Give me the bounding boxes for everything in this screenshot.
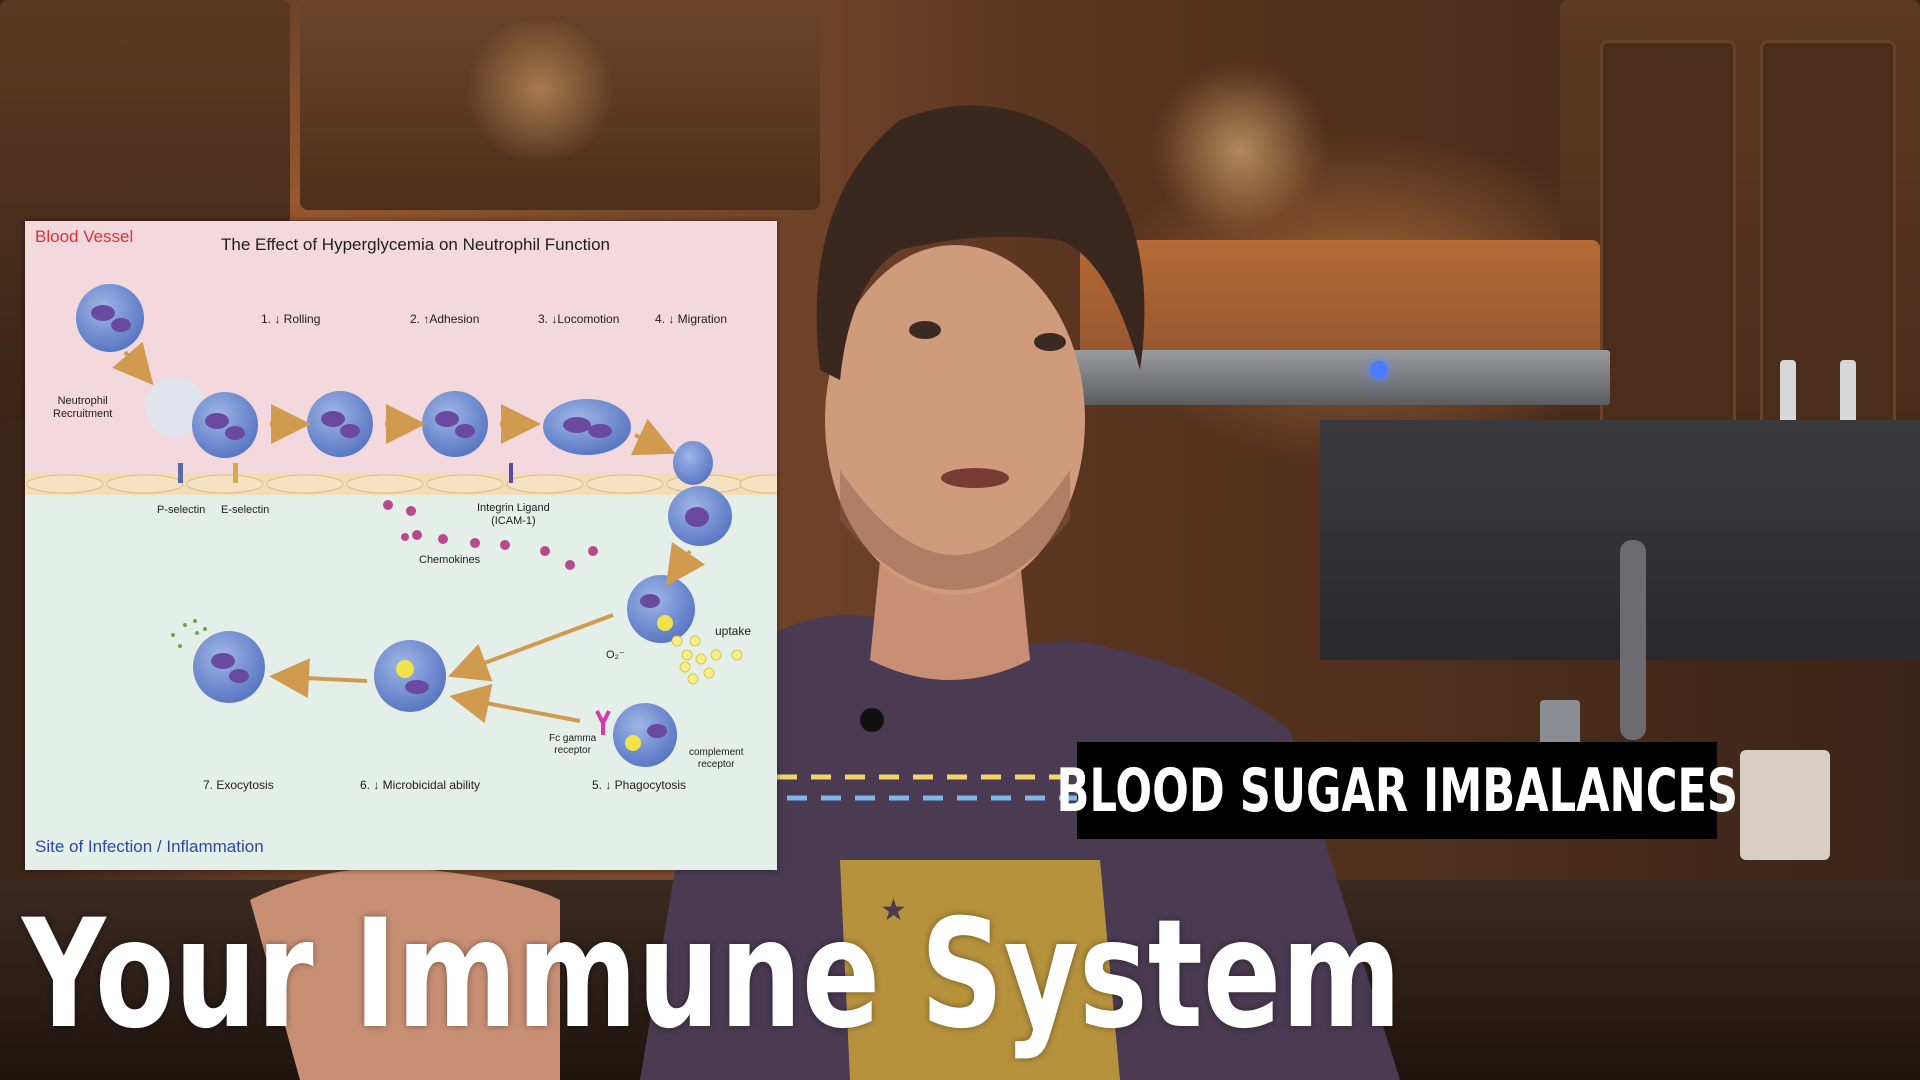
label-p-selectin: P-selectin — [157, 504, 206, 516]
neck — [870, 560, 1030, 680]
beard-shadow — [840, 470, 1070, 590]
neutrophil-cell — [422, 391, 488, 457]
label-recruitment-line2: Recruitment — [53, 408, 113, 420]
headline-caption: Your Immune System — [22, 888, 1402, 1062]
label-e-selectin: E-selectin — [221, 504, 270, 516]
hand — [250, 868, 560, 1080]
neutrophil-exocytosis-cell — [193, 631, 265, 703]
neutrophil-cell — [76, 284, 144, 352]
step-microbicidal: 6. ↓ Microbicidal ability — [360, 778, 481, 792]
neutrophil-diagram: Blood Vessel The Effect of Hyperglycemia… — [25, 221, 777, 870]
region-label-site-of-infection: Site of Infection / Inflammation — [35, 837, 264, 856]
pendant-light — [1150, 60, 1330, 240]
arrow — [448, 613, 614, 682]
neutrophil-phagocytosis-cell — [613, 703, 677, 767]
cabinet-door — [1600, 40, 1736, 466]
p-selectin-receptor — [178, 463, 183, 483]
neutrophil-microbicidal-cell — [374, 640, 446, 712]
region-label-blood-vessel: Blood Vessel — [35, 227, 134, 246]
lapel-microphone — [860, 708, 884, 732]
arrow — [112, 341, 154, 386]
hood-light — [1370, 361, 1388, 379]
diagram-title: The Effect of Hyperglycemia on Neutrophi… — [221, 235, 610, 254]
label-integrin-line2: (ICAM-1) — [491, 515, 536, 527]
faucet — [1620, 540, 1646, 740]
step-phagocytosis: 5. ↓ Phagocytosis — [592, 778, 687, 792]
neutrophil-cell — [543, 399, 631, 455]
step-rolling: 1. ↓ Rolling — [261, 312, 321, 326]
chemokines — [383, 500, 598, 570]
left-eye — [909, 321, 941, 339]
integrin-ligand — [509, 463, 513, 483]
label-neutrophil-recruitment: Neutrophil Recruitment — [53, 395, 112, 421]
neutrophil-ghost-cell — [145, 377, 205, 437]
vessel-region — [25, 221, 777, 483]
label-o2: O₂⁻ — [606, 649, 625, 661]
cabinet-upper-center — [300, 0, 820, 210]
microbes — [671, 635, 743, 685]
label-fc-gamma-receptor: Fc gamma receptor — [549, 733, 596, 757]
step-migration: 4. ↓ Migration — [655, 312, 728, 326]
shirt-print-star: ★ — [880, 894, 907, 927]
step-locomotion: 3. ↓Locomotion — [538, 312, 620, 326]
label-complement-line2: receptor — [697, 759, 735, 770]
shirt-print — [840, 860, 1120, 1080]
diagram-drawing — [25, 221, 777, 870]
topic-banner: BLOOD SUGAR IMBALANCES — [1056, 742, 1738, 839]
label-fc-line2: receptor — [554, 745, 591, 756]
label-recruitment-line1: Neutrophil — [57, 395, 108, 407]
jar — [1740, 750, 1830, 860]
arrow — [665, 541, 706, 587]
label-chemokines: Chemokines — [419, 554, 481, 566]
e-selectin-receptor — [233, 463, 238, 483]
label-complement-receptor: complement receptor — [689, 747, 743, 771]
right-eye — [1034, 333, 1066, 351]
neutrophil-cell — [192, 392, 258, 458]
neutrophil-uptake-cell — [627, 575, 695, 643]
label-complement-line1: complement — [689, 747, 744, 758]
face — [825, 245, 1085, 595]
arrow — [449, 683, 581, 724]
arrow — [630, 418, 676, 456]
fc-gamma-receptor — [595, 710, 611, 735]
label-integrin-ligand: Integrin Ligand (ICAM-1) — [477, 502, 550, 528]
mouth — [941, 468, 1009, 488]
pendant-light — [460, 20, 620, 160]
label-integrin-line1: Integrin Ligand — [477, 502, 550, 514]
label-fc-line1: Fc gamma — [549, 733, 597, 744]
neutrophil-cell — [307, 391, 373, 457]
range-hood-trim — [1070, 350, 1610, 405]
migrating-neutrophil — [668, 441, 732, 546]
shirt — [640, 615, 1400, 1080]
label-uptake: uptake — [715, 624, 752, 638]
released-granules — [171, 619, 207, 648]
step-exocytosis: 7. Exocytosis — [203, 778, 274, 792]
hair — [816, 105, 1145, 381]
step-adhesion: 2. ↑Adhesion — [410, 312, 480, 326]
arrow — [269, 658, 368, 699]
topic-banner-text: BLOOD SUGAR IMBALANCES — [1056, 755, 1738, 826]
